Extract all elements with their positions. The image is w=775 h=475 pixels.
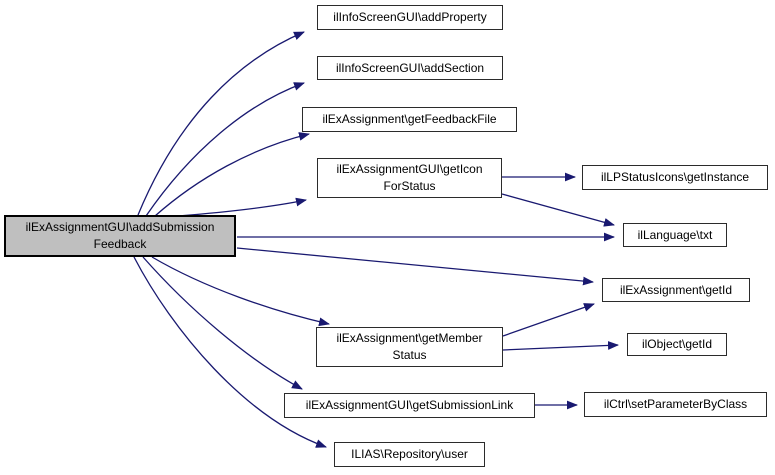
node-getmemberstatus[interactable]: ilExAssignment\getMember Status [316, 327, 503, 367]
node-geticonforstatus[interactable]: ilExAssignmentGUI\getIcon ForStatus [317, 158, 502, 198]
node-getinstance[interactable]: ilLPStatusIcons\getInstance [582, 165, 768, 190]
node-txt[interactable]: ilLanguage\txt [623, 223, 727, 247]
node-getsubmissionlink[interactable]: ilExAssignmentGUI\getSubmissionLink [284, 393, 535, 418]
edge-getmemberstatus-to-getid [502, 303, 595, 337]
edge-main-to-geticonforstatus [177, 197, 307, 217]
node-object-getid[interactable]: ilObject\getId [627, 333, 727, 356]
edge-main-to-getfeedbackfile [154, 132, 310, 217]
edge-geticonforstatus-to-txt [501, 193, 615, 227]
edge-main-to-repository-user [133, 256, 327, 448]
node-getfeedbackfile[interactable]: ilExAssignment\getFeedbackFile [302, 107, 517, 132]
edge-main-to-addproperty [137, 31, 305, 216]
node-addsubmissionfeedback[interactable]: ilExAssignmentGUI\addSubmission Feedback [4, 215, 236, 257]
edge-main-to-addsection [145, 82, 305, 217]
edge-main-to-getid [236, 247, 594, 286]
node-setparameterbyclass[interactable]: ilCtrl\setParameterByClass [584, 392, 767, 417]
node-addsection[interactable]: ilInfoScreenGUI\addSection [317, 56, 503, 80]
edge-getmemberstatus-to-object-getid [502, 341, 619, 351]
node-addproperty[interactable]: ilInfoScreenGUI\addProperty [317, 5, 503, 30]
node-repository-user[interactable]: ILIAS\Repository\user [334, 442, 485, 467]
node-getid[interactable]: ilExAssignment\getId [602, 278, 750, 302]
edge-main-to-getsubmissionlink [142, 256, 303, 390]
edge-main-to-getmemberstatus [151, 256, 330, 327]
